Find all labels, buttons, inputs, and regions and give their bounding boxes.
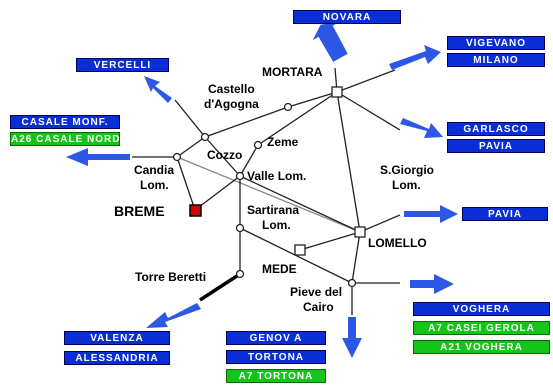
- label-sgiorgio-line1: S.Giorgio: [380, 163, 434, 177]
- label-pieve-line2: Cairo: [303, 300, 334, 314]
- road-mortara-garlasco: [336, 91, 401, 131]
- label-mortara: MORTARA: [262, 65, 323, 79]
- sign-a7-tortona: A7 TORTONA: [226, 369, 326, 383]
- sign-a7-casei-gerola: A7 CASEI GEROLA: [413, 321, 550, 335]
- valle-node-icon: [235, 171, 245, 181]
- sign-genova: GENOV A: [226, 331, 326, 345]
- sign-vercelli: VERCELLI: [76, 58, 169, 72]
- road-cozzo-valle: [204, 136, 241, 177]
- castello-node-icon: [283, 102, 293, 112]
- road-mortara-zeme: [257, 91, 338, 146]
- arrow-casale-icon: [66, 148, 130, 166]
- road-mede-lomello: [299, 231, 361, 251]
- label-lomello: LOMELLO: [368, 236, 427, 250]
- town-labels: MORTARA Castello d'Agogna Zeme Cozzo Can…: [114, 65, 434, 314]
- label-valle: Valle Lom.: [247, 169, 306, 183]
- mortara-node-icon: [331, 86, 343, 98]
- arrow-novara-icon: [312, 22, 348, 62]
- label-cozzo: Cozzo: [207, 148, 242, 162]
- lomello-node-icon: [354, 226, 366, 238]
- road-cozzo-candia: [176, 136, 206, 158]
- label-mede: MEDE: [262, 262, 297, 276]
- arrow-garlasco-icon: [400, 118, 443, 138]
- breme-marker-icon: [189, 204, 202, 217]
- sign-casale-monf: CASALE MONF.: [10, 115, 120, 129]
- sign-milano: MILANO: [447, 53, 545, 67]
- arrow-vigevano-icon: [389, 45, 441, 70]
- road-lomello-pavia: [359, 214, 401, 233]
- label-castello-line1: Castello: [208, 82, 255, 96]
- road-torre-valenza: [199, 272, 241, 302]
- road-mortara-vigevano: [336, 69, 396, 93]
- label-candia-line1: Candia: [134, 163, 174, 177]
- pieve-node-icon: [347, 278, 357, 288]
- road-valle-lomello: [239, 175, 361, 233]
- sign-valenza: VALENZA: [64, 331, 170, 345]
- sign-garlasco: GARLASCO: [447, 122, 545, 136]
- torre-node-icon: [235, 269, 245, 279]
- label-torre-beretti: Torre Beretti: [135, 270, 206, 284]
- road-castello-cozzo: [204, 106, 289, 138]
- arrow-genova-icon: [342, 317, 362, 358]
- candia-node-icon: [172, 152, 182, 162]
- label-sartirana-line2: Lom.: [262, 218, 291, 232]
- road-candia-lomello: [176, 156, 361, 233]
- town-nodes: [172, 86, 366, 288]
- arrow-pavia-icon: [404, 205, 458, 223]
- road-mortara-lomello: [336, 91, 361, 233]
- road-lomello-pieve: [351, 231, 361, 284]
- arrow-valenza-icon: [146, 303, 201, 328]
- label-sartirana-line1: Sartirana: [247, 203, 299, 217]
- sign-vigevano: VIGEVANO: [447, 36, 545, 50]
- zeme-node-icon: [253, 140, 263, 150]
- sign-pavia-garlasco: PAVIA: [447, 139, 545, 153]
- mede-node-icon: [294, 244, 306, 256]
- cozzo-node-icon: [200, 132, 210, 142]
- label-sgiorgio-line2: Lom.: [392, 178, 421, 192]
- label-breme: BREME: [114, 203, 165, 219]
- direction-arrows: [66, 22, 458, 358]
- label-pieve-line1: Pieve del: [290, 285, 342, 299]
- sign-alessandria: ALESSANDRIA: [64, 351, 170, 365]
- arrow-vercelli-icon: [144, 76, 172, 103]
- road-network: [132, 67, 401, 315]
- label-zeme: Zeme: [267, 135, 299, 149]
- sign-pavia-lomello: PAVIA: [462, 207, 548, 221]
- sign-a26-casale-nord: A26 CASALE NORD: [10, 132, 121, 146]
- sartirana-node-icon: [235, 223, 245, 233]
- arrow-voghera-icon: [410, 274, 454, 294]
- road-candia-breme: [176, 156, 196, 211]
- road-zeme-valle: [239, 144, 259, 177]
- sign-tortona: TORTONA: [226, 350, 326, 364]
- sign-novara: NOVARA: [293, 10, 401, 24]
- road-breme-valle: [194, 175, 241, 211]
- road-mortara-castello: [287, 91, 338, 108]
- label-castello-line2: d'Agogna: [204, 97, 259, 111]
- road-cozzo-vercelli: [174, 99, 206, 138]
- sign-voghera: VOGHERA: [413, 302, 550, 316]
- sign-a21-voghera: A21 VOGHERA: [413, 340, 550, 354]
- label-candia-line2: Lom.: [140, 178, 169, 192]
